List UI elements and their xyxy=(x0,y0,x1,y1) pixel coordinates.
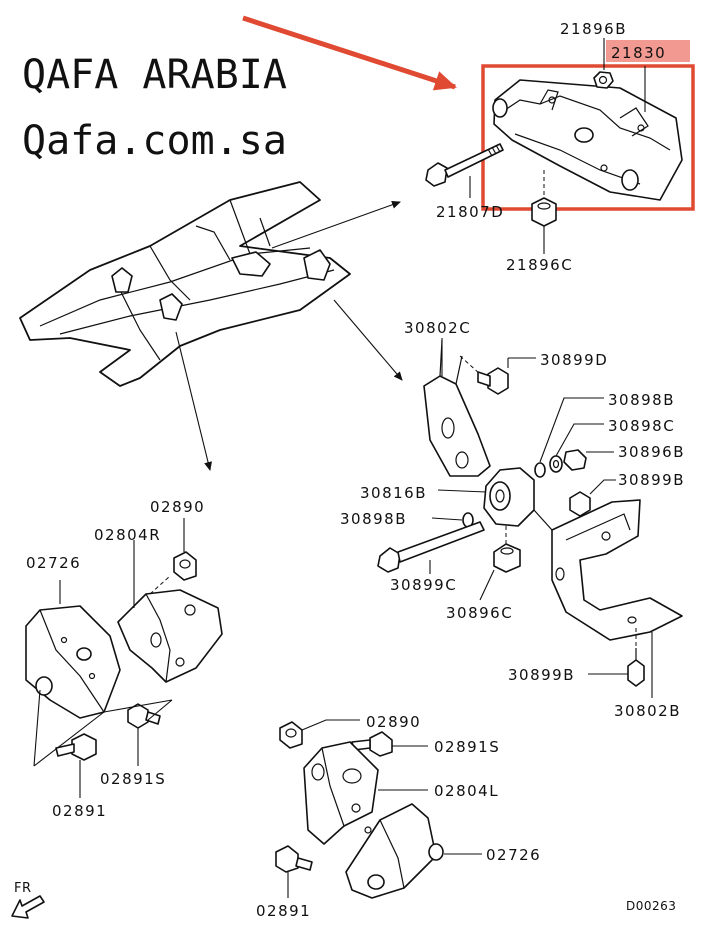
label-02726-a: 02726 xyxy=(26,554,81,572)
label-30802c: 30802C xyxy=(404,319,471,337)
bolt-30899b-b xyxy=(627,648,645,687)
washer-30898b-a xyxy=(534,462,546,478)
label-21807d: 21807D xyxy=(436,203,504,221)
highlight-arrow xyxy=(242,15,457,91)
label-02891-b: 02891 xyxy=(256,902,311,920)
label-30898b-b: 30898B xyxy=(340,510,407,528)
label-30899c: 30899C xyxy=(390,576,457,594)
brand-title: QAFA ARABIA xyxy=(22,52,287,98)
chassis-frame xyxy=(19,181,351,387)
label-02891-a: 02891 xyxy=(52,802,107,820)
label-02890-a: 02890 xyxy=(150,498,205,516)
nut-02890-a xyxy=(173,551,197,581)
label-30899d: 30899D xyxy=(540,351,608,369)
nut-30896b xyxy=(563,449,587,471)
diagram-code: D00263 xyxy=(626,899,676,913)
nut-02890-b xyxy=(279,721,303,749)
front-arrow-icon xyxy=(11,895,45,919)
bolt-21807d xyxy=(425,143,504,187)
nut-21896c xyxy=(531,197,557,227)
highlight-box xyxy=(481,64,695,211)
label-30802b: 30802B xyxy=(614,702,681,720)
highlight-label-bg xyxy=(606,40,690,62)
label-02891s-a: 02891S xyxy=(100,770,166,788)
bracket-30802b xyxy=(533,499,683,641)
bolt-30899c xyxy=(377,521,485,573)
label-30899b-a: 30899B xyxy=(618,471,685,489)
bolt-02891-b xyxy=(275,845,313,873)
bolt-02891-a xyxy=(55,733,97,761)
transmission-mount-21830 xyxy=(492,79,683,201)
bracket-02804l xyxy=(303,741,379,845)
insulator-30816b xyxy=(483,467,535,527)
bolt-30899d xyxy=(477,367,509,395)
label-02726-b: 02726 xyxy=(486,846,541,864)
nut-21896b xyxy=(593,71,614,89)
insulator-02726-a xyxy=(25,605,121,719)
label-30816b: 30816B xyxy=(360,484,427,502)
bolt-02891s-a xyxy=(127,703,161,729)
label-21896b: 21896B xyxy=(560,20,627,38)
bracket-02804r xyxy=(117,589,223,683)
label-30896c: 30896C xyxy=(446,604,513,622)
label-02804l: 02804L xyxy=(434,782,499,800)
label-02804r: 02804R xyxy=(94,526,161,544)
label-21830: 21830 xyxy=(611,44,666,62)
brand-website: Qafa.com.sa xyxy=(22,118,287,164)
label-21896c: 21896C xyxy=(506,256,573,274)
label-02891s-b: 02891S xyxy=(434,738,500,756)
insulator-02726-b xyxy=(345,803,444,899)
label-30896b: 30896B xyxy=(618,443,685,461)
label-30898b-a: 30898B xyxy=(608,391,675,409)
bracket-30802c xyxy=(423,339,491,477)
label-30899b-b: 30899B xyxy=(508,666,575,684)
nut-30896c xyxy=(493,543,521,573)
label-30898c: 30898C xyxy=(608,417,675,435)
label-02890-b: 02890 xyxy=(366,713,421,731)
washer-30898c xyxy=(549,455,563,473)
label-fr: FR xyxy=(14,881,32,896)
